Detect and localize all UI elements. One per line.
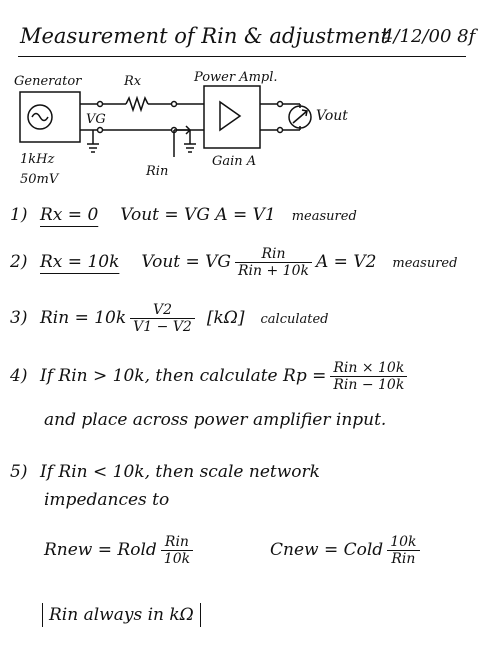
terminal-icon [96, 100, 104, 108]
step-text: If Rin < 10k, then scale network [40, 462, 320, 482]
resistor-rx-icon [125, 95, 149, 113]
step-number: 1) [10, 205, 28, 225]
fraction-numerator: Rin [160, 534, 194, 551]
step-number: 3) [10, 308, 28, 328]
fraction-numerator: V2 [130, 302, 195, 319]
amplifier-triangle-icon [219, 100, 242, 132]
circuit-diagram: Generator Rx Power Ampl. VG Vout 1kHz 50… [8, 70, 478, 192]
step-number: 5) [10, 462, 28, 482]
step-number: 2) [10, 252, 28, 272]
step-5-line-2: impedances to [44, 490, 170, 510]
step-equation: Vout = VG A = V1 [120, 205, 276, 225]
step-condition: Rx = 10k [40, 252, 120, 272]
unit-label: [kΩ] [206, 308, 245, 328]
step-4: 4) If Rin > 10k, then calculate Rp =Rin ×… [10, 360, 411, 393]
cnew-lhs: Cnew = Cold [270, 540, 384, 560]
page-date: 4/12/00 8f [382, 26, 476, 47]
terminal-icon [96, 126, 104, 134]
step-4-line-2: and place across power amplifier input. [44, 410, 387, 430]
power-amp-box [203, 85, 261, 149]
terminal-icon [276, 100, 284, 108]
step-number: 4) [10, 366, 28, 386]
step-note: calculated [260, 312, 329, 327]
circuit-schematic [19, 85, 312, 157]
step-equation-lhs: Rin = 10k [40, 308, 127, 328]
step-text: If Rin > 10k, then calculate Rp = [40, 366, 327, 386]
fraction-denominator: 10k [163, 551, 191, 567]
fraction-denominator: Rin − 10k [333, 377, 405, 393]
step-equation-rhs: A = V2 [315, 252, 377, 272]
power-amp-label: Power Ampl. [194, 70, 278, 85]
step-5: 5) If Rin < 10k, then scale network [10, 462, 320, 482]
terminal-icon [276, 126, 284, 134]
generator-label: Generator [14, 74, 82, 89]
title-underline [18, 56, 466, 57]
step-equation-lhs: Vout = VG [141, 252, 232, 272]
vg-label: VG [86, 112, 106, 127]
frequency-label: 1kHz [20, 152, 55, 167]
footer-note: Rin always in kΩ [42, 603, 201, 627]
fraction-denominator: Rin + 10k [238, 263, 309, 279]
fraction-denominator: V1 − V2 [133, 319, 192, 335]
step-note: measured [291, 209, 357, 224]
rx-label: Rx [124, 74, 142, 89]
rin-label: Rin [146, 164, 169, 179]
sine-source-icon [27, 104, 53, 130]
fraction-denominator: Rin [391, 551, 416, 567]
sine-wave-icon [31, 112, 49, 122]
terminal-icon [170, 100, 178, 108]
generator-box [19, 91, 81, 143]
step-1: 1) Rx = 0 Vout = VG A = V1 measured [10, 205, 357, 225]
page-title: Measurement of Rin & adjustment [20, 24, 389, 48]
voltmeter-icon [288, 105, 312, 129]
gain-label: Gain A [212, 154, 257, 169]
step-condition: Rx = 0 [40, 205, 99, 225]
step-note: measured [392, 256, 458, 271]
fraction-numerator: Rin [235, 246, 312, 263]
rnew-lhs: Rnew = Rold [44, 540, 157, 560]
fraction-numerator: Rin × 10k [330, 360, 408, 377]
level-label: 50mV [20, 172, 59, 187]
vout-label: Vout [316, 108, 348, 124]
fraction-numerator: 10k [387, 534, 420, 551]
